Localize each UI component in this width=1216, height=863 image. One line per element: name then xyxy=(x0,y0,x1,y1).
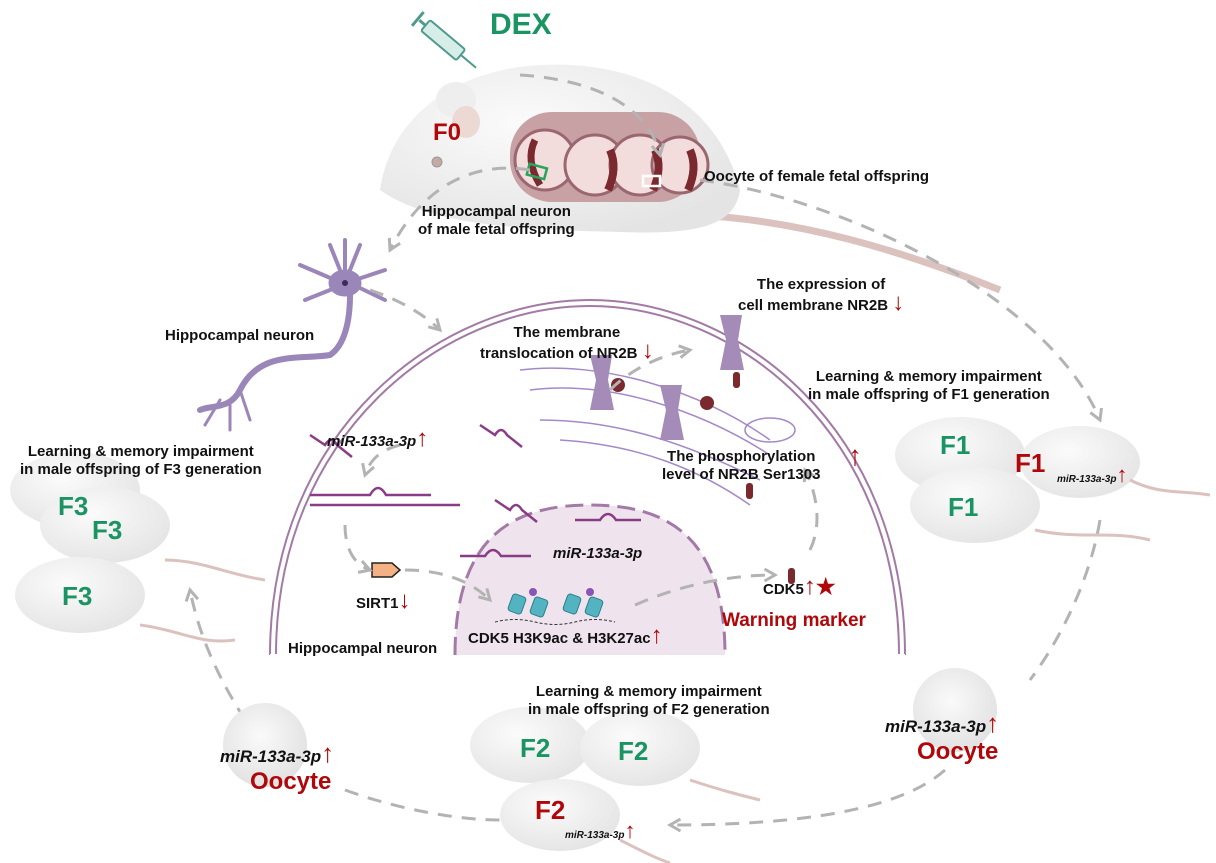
trend-down-icon: ↓ xyxy=(892,289,905,316)
warning-marker-label: Warning marker xyxy=(722,610,866,631)
histone-text: CDK5 H3K9ac & H3K27ac xyxy=(468,630,651,647)
mirna-name: miR-133a-3p xyxy=(1057,474,1117,485)
trend-up-icon: ↑ xyxy=(624,818,636,843)
oocyte-left-icon xyxy=(223,703,307,787)
f3-male-label: F3 xyxy=(62,581,93,611)
sirt1-text: SIRT1 xyxy=(356,595,399,612)
cdk5-label: CDK5↑★ xyxy=(763,573,836,600)
caption-line: level of NR2B Ser1303 xyxy=(662,466,821,483)
f2-male-label: F2 xyxy=(618,736,649,766)
cell-label: Hippocampal neuron xyxy=(288,640,438,657)
caption-line: Hippocampal neuron xyxy=(421,203,571,220)
cdk5-icon xyxy=(788,568,795,584)
caption-line: in male offspring of F2 generation xyxy=(528,701,770,718)
oocyte-left-mirna: miR-133a-3p↑ xyxy=(220,738,334,769)
trend-up-icon: ↑ xyxy=(1116,462,1128,487)
f3-caption: Learning & memory impairment in male off… xyxy=(20,443,262,479)
flow-arrows xyxy=(184,73,1103,833)
syringe-icon xyxy=(410,11,477,69)
caption-line: in male offspring of F3 generation xyxy=(20,461,262,478)
f1-female-mirna: miR-133a-3p↑ xyxy=(1057,462,1127,488)
f0-neuron-source-caption: Hippocampal neuron of male fetal offspri… xyxy=(418,203,575,239)
f2-caption: Learning & memory impairment in male off… xyxy=(528,683,770,719)
trend-up-icon: ↑ xyxy=(803,573,816,600)
mirna-name: miR-133a-3p xyxy=(885,717,987,736)
caption-line: The membrane xyxy=(513,324,621,341)
mice-group xyxy=(10,417,1211,863)
caption-line: The phosphorylation xyxy=(667,448,816,465)
membrane-expression-caption: The expression of cell membrane NR2B ↓ xyxy=(738,276,904,315)
caption-line: The expression of xyxy=(756,276,886,293)
trend-down-icon: ↓ xyxy=(398,587,411,614)
sirt1-icon xyxy=(371,562,402,578)
phosphorylation-caption: The phosphorylation level of NR2B Ser130… xyxy=(662,448,820,484)
f3-male-label: F3 xyxy=(58,491,89,521)
mirna-top-label: miR-133a-3p↑ xyxy=(327,425,428,453)
oocyte-right-label: Oocyte xyxy=(917,738,999,765)
dex-label: DEX xyxy=(490,8,552,41)
caption-line: cell membrane NR2B xyxy=(738,297,889,314)
cdk5-text: CDK5 xyxy=(763,581,804,598)
f2-female-label: F2 xyxy=(535,795,566,825)
caption-line: of male fetal offspring xyxy=(418,221,575,238)
oocyte-left-label: Oocyte xyxy=(250,768,332,795)
histone-label: CDK5 H3K9ac & H3K27ac↑ xyxy=(468,622,663,649)
oocyte-right-mirna: miR-133a-3p↑ xyxy=(885,708,999,739)
sirt1-label: SIRT1↓ xyxy=(356,587,411,614)
trend-up-icon: ↑ xyxy=(650,622,663,649)
caption-line: in male offspring of F1 generation xyxy=(808,386,1050,403)
f3-male-label: F3 xyxy=(92,515,123,545)
mirna-nucleus-label: miR-133a-3p xyxy=(553,545,643,562)
neuron-cell xyxy=(269,298,906,656)
f1-caption: Learning & memory impairment in male off… xyxy=(808,368,1050,404)
star-icon: ★ xyxy=(815,574,836,599)
trend-up-icon: ↑ xyxy=(416,425,429,452)
caption-line: Learning & memory impairment xyxy=(27,443,254,460)
f2-female-mirna: miR-133a-3p↑ xyxy=(565,818,635,844)
mirna-name: miR-133a-3p xyxy=(327,433,417,450)
membrane-translocation-caption: The membrane translocation of NR2B ↓ xyxy=(480,324,654,363)
f1-male-label: F1 xyxy=(948,492,979,522)
mirna-name: miR-133a-3p xyxy=(565,830,625,841)
neuron-icon xyxy=(197,238,387,432)
trend-up-icon: ↑ xyxy=(848,440,862,471)
caption-line: Learning & memory impairment xyxy=(815,368,1042,385)
neuron-label: Hippocampal neuron xyxy=(165,327,315,344)
trend-up-icon: ↑ xyxy=(321,738,335,768)
caption-line: translocation of NR2B xyxy=(480,345,638,362)
f1-female-label: F1 xyxy=(1015,448,1046,478)
caption-line: Learning & memory impairment xyxy=(535,683,762,700)
f2-male-label: F2 xyxy=(520,733,551,763)
f0-label: F0 xyxy=(433,119,462,146)
f0-oocyte-source-caption: Oocyte of female fetal offspring xyxy=(704,168,930,185)
mirna-name: miR-133a-3p xyxy=(220,747,322,766)
oocyte-right-icon xyxy=(913,668,997,752)
trend-up-icon: ↑ xyxy=(986,708,1000,738)
trend-down-icon: ↓ xyxy=(641,337,654,364)
f1-male-label: F1 xyxy=(940,430,971,460)
